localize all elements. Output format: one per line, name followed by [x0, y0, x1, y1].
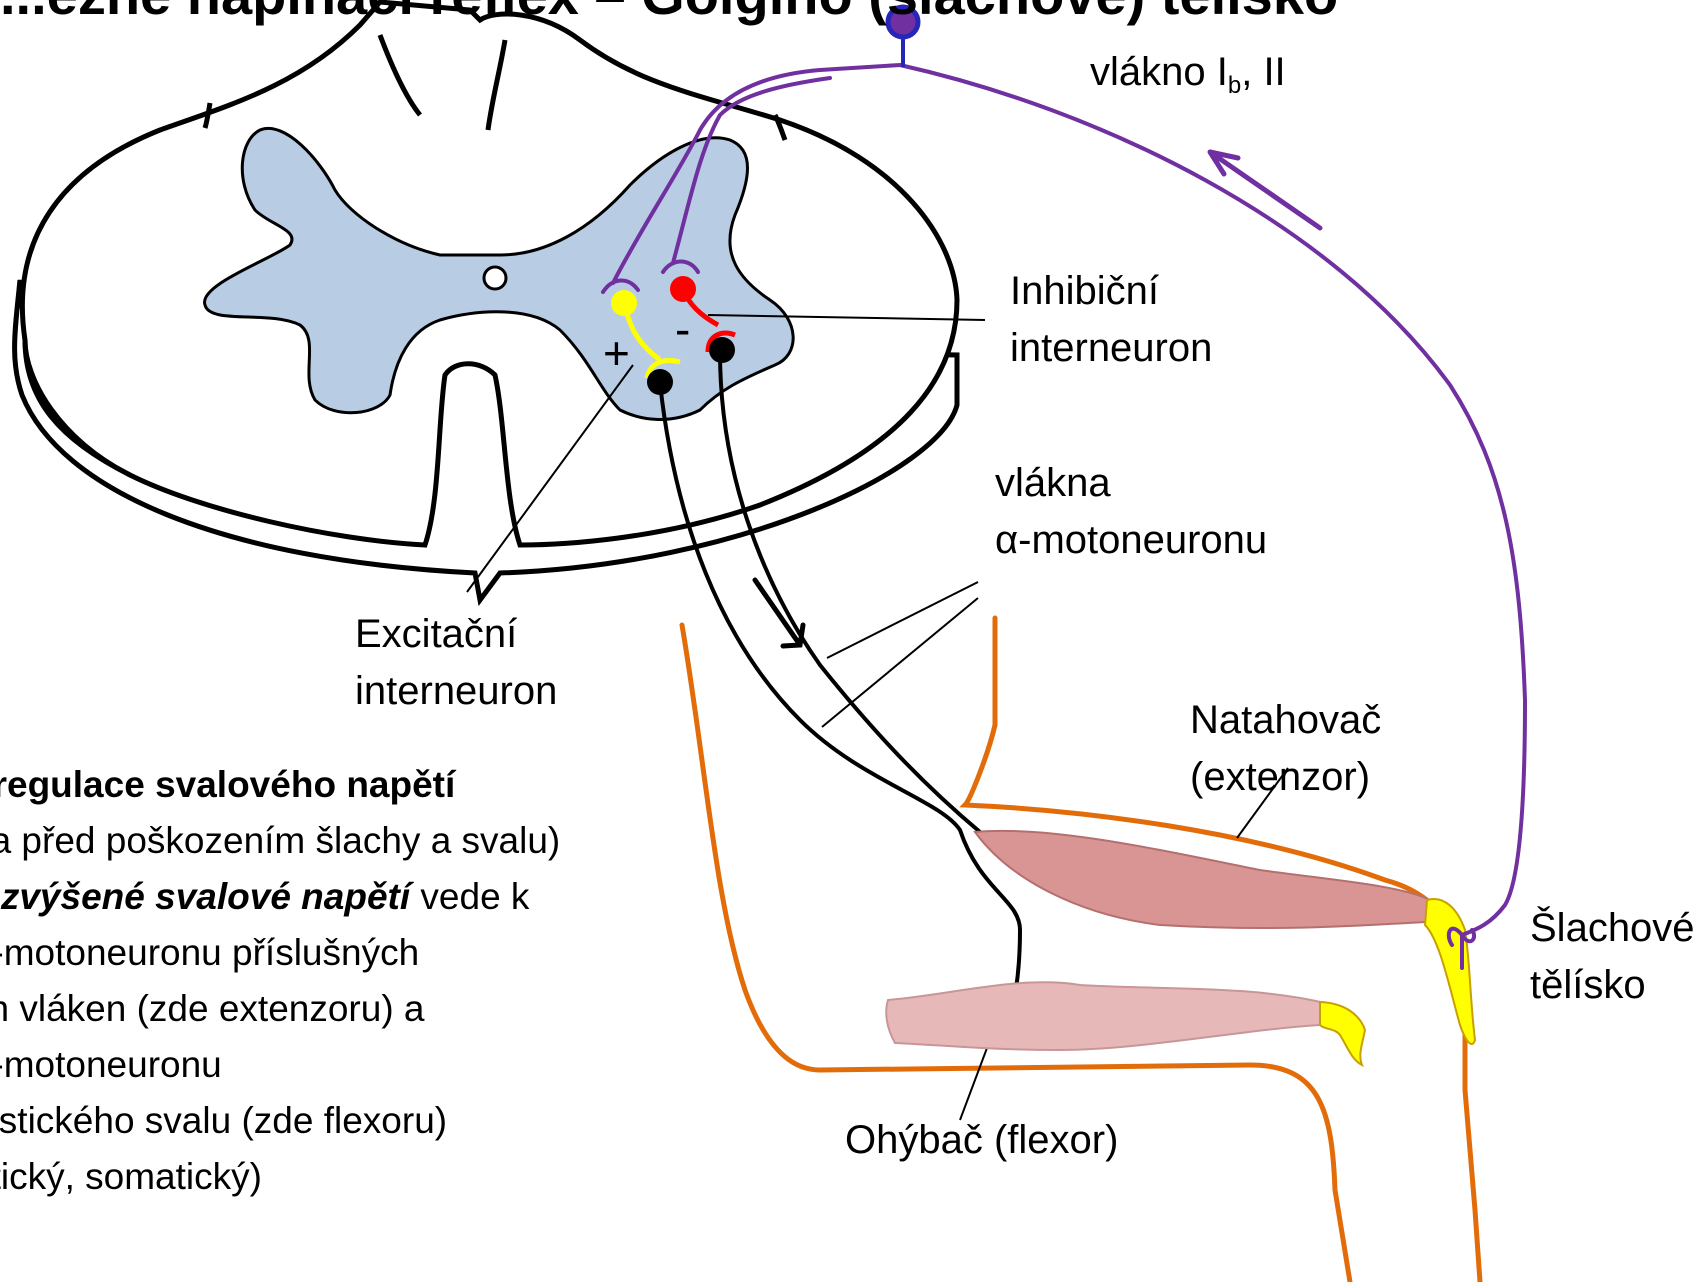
- extensor-motoneuron: [709, 337, 735, 363]
- description-line: ptický, somatický): [0, 1149, 560, 1205]
- description-line: α-motoneuronu: [0, 1037, 560, 1093]
- flexor-tendon: [1320, 1002, 1365, 1065]
- description-line: ch vláken (zde extenzoru) a: [0, 981, 560, 1037]
- description-text: : regulace svalového napětí na před pošk…: [0, 757, 560, 1205]
- page-title: ...ezné napínací reflex – Golgiho (šlach…: [0, 0, 1338, 30]
- description-line: ě zvýšené svalové napětí vede k: [0, 869, 560, 925]
- description-line: : regulace svalového napětí: [0, 757, 560, 813]
- direction-arrow-down: [755, 580, 803, 646]
- description-line: nistického svalu (zde flexoru): [0, 1093, 560, 1149]
- flexor-motoneuron: [647, 369, 673, 395]
- ib-fiber-label: vlákno Ib, II: [1090, 44, 1286, 114]
- flexor-muscle: [886, 982, 1327, 1050]
- extensor-label: Natahovač(extenzor): [1190, 692, 1381, 806]
- extensor-muscle: [975, 831, 1435, 928]
- description-line: na před poškozením šlachy a svalu): [0, 813, 560, 869]
- flexor-label: Ohýbač (flexor): [845, 1112, 1118, 1169]
- central-canal: [484, 267, 506, 289]
- plus-sign: +: [603, 330, 630, 376]
- extensor-tendon: [1425, 899, 1475, 1044]
- description-line: α-motoneuronu příslušných: [0, 925, 560, 981]
- minus-sign: -: [675, 306, 690, 352]
